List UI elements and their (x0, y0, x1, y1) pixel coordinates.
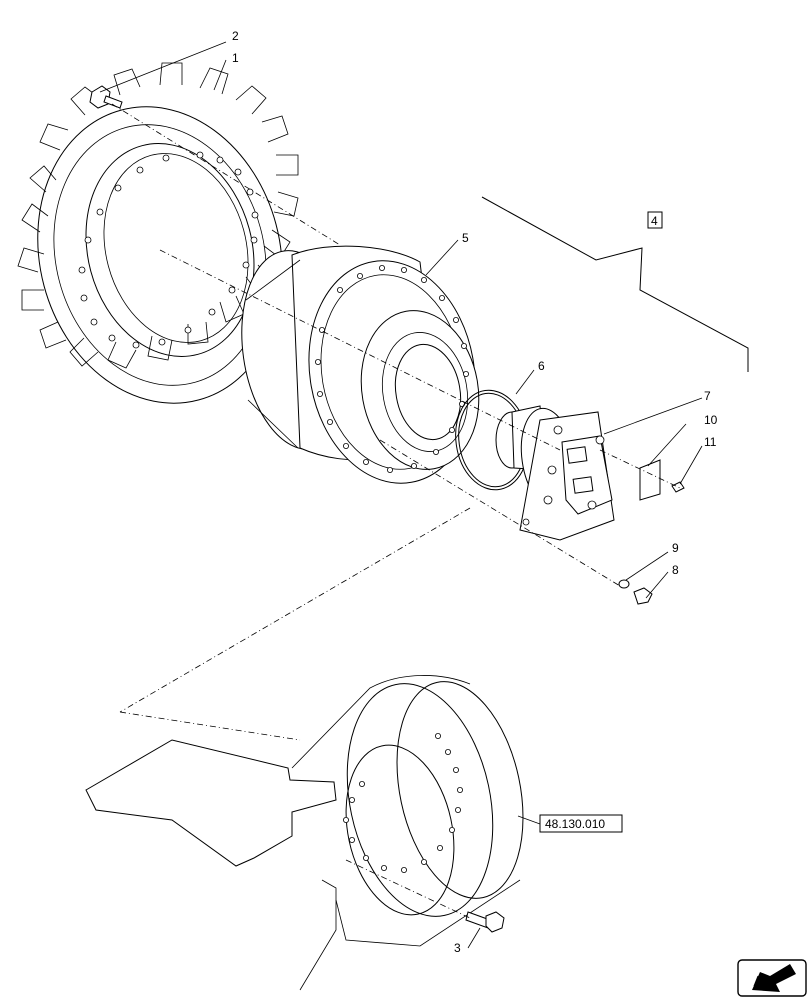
callout-1: 1 (232, 51, 239, 65)
reference-link[interactable]: 48.130.010 (517, 814, 623, 833)
screw-11 (671, 481, 685, 493)
assembly-lines (111, 103, 681, 919)
final-drive-housing (241, 245, 480, 484)
callout-8: 8 (672, 563, 679, 577)
callout-10: 10 (704, 413, 718, 427)
travel-motor (495, 405, 615, 541)
bolt-3 (465, 911, 505, 933)
reference-label: 48.130.010 (545, 817, 605, 831)
callout-6: 6 (538, 359, 545, 373)
bolt-2 (89, 85, 123, 109)
group-label-4: 4 (647, 211, 663, 229)
cover-plate (639, 459, 661, 501)
callout-7: 7 (704, 389, 711, 403)
bolt-8 (633, 587, 653, 605)
group-bracket (481, 196, 749, 372)
washer-9 (618, 579, 630, 589)
callout-11: 11 (704, 435, 717, 449)
sprocket (17, 62, 299, 404)
callout-3: 3 (454, 941, 461, 955)
leader-lines (99, 41, 703, 949)
track-frame (85, 675, 524, 991)
callout-9: 9 (672, 541, 679, 555)
callout-2: 2 (232, 29, 239, 43)
arrow-navigation-icon[interactable] (737, 959, 807, 997)
callout-5: 5 (462, 231, 469, 245)
callout-4: 4 (651, 214, 658, 228)
